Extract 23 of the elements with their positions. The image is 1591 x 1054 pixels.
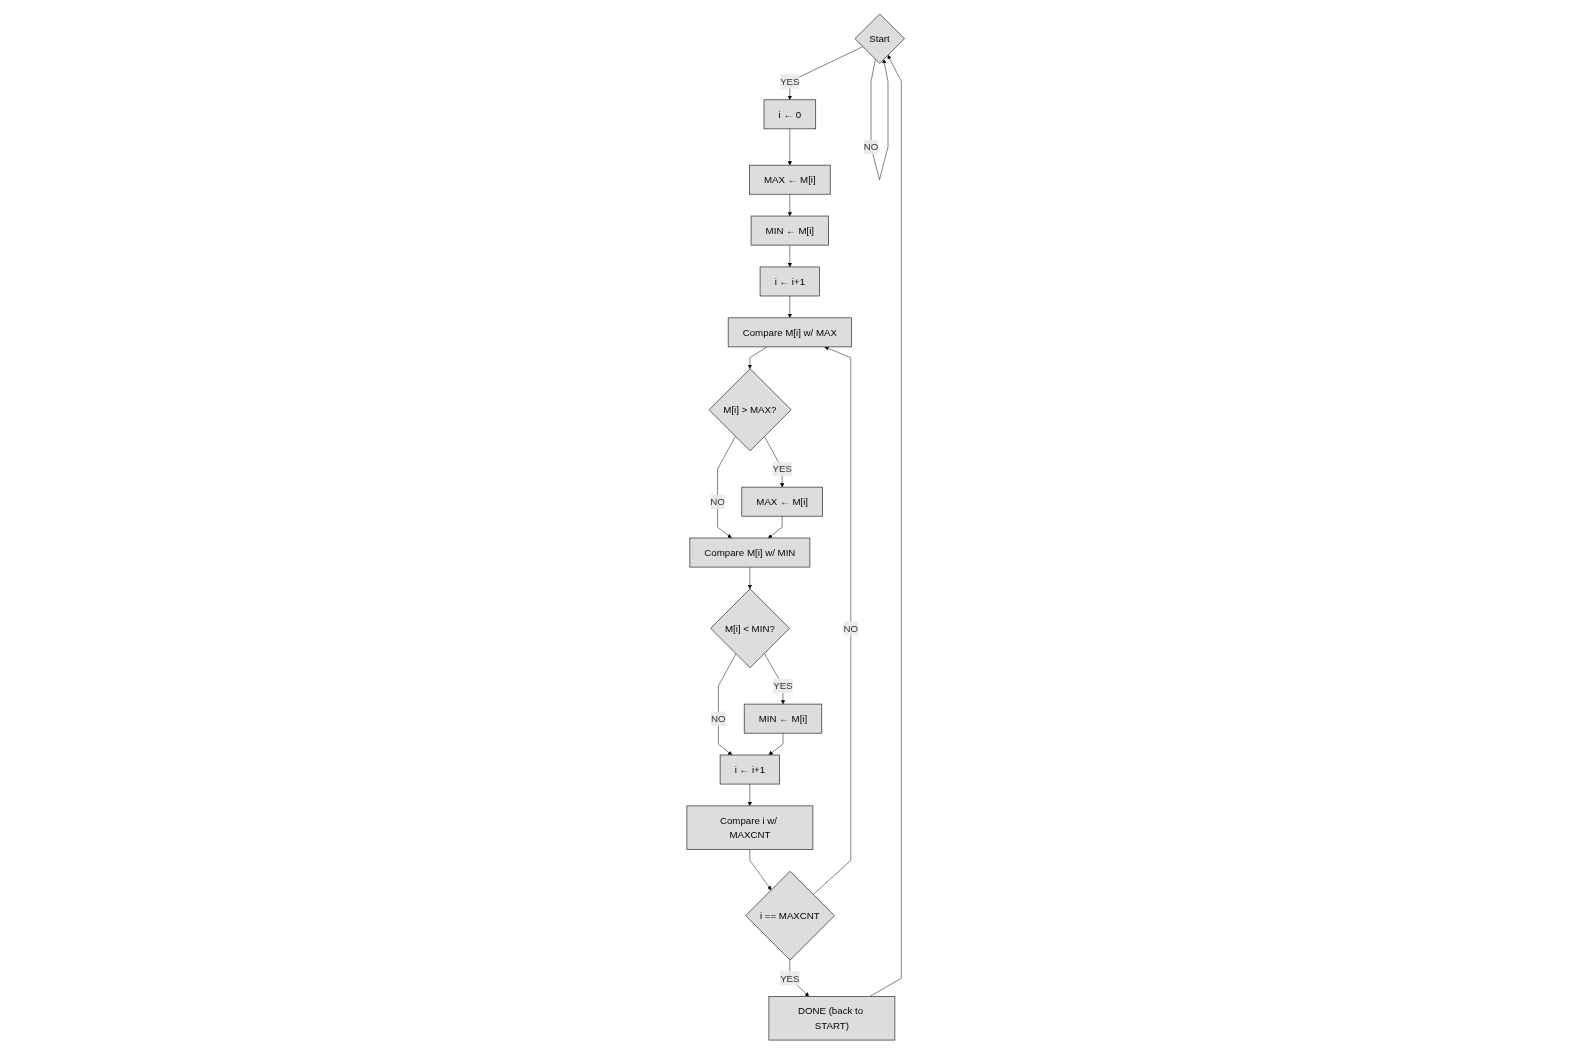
edge-label: YES xyxy=(772,463,792,475)
node-box: Compare i w/ MAXCNT xyxy=(686,805,814,850)
node-box: Compare M[i] w/ MAX xyxy=(727,317,852,348)
node-diamond: Start xyxy=(854,13,905,64)
node-box: i ← i+1 xyxy=(719,754,780,785)
node-box: i ← 0 xyxy=(763,99,816,130)
edge-label: YES xyxy=(779,972,800,984)
edge-label: YES xyxy=(773,680,793,692)
edge-label: NO xyxy=(710,713,726,724)
node-box: MAX ← M[i] xyxy=(748,164,831,195)
edge-label: NO xyxy=(843,623,858,634)
node-box: MIN ← M[i] xyxy=(743,703,822,734)
edge-label: YES xyxy=(779,76,800,87)
node-box: MAX ← M[i] xyxy=(741,486,823,517)
node-diamond: M[i] < MIN? xyxy=(710,588,790,669)
node-diamond: M[i] > MAX? xyxy=(708,368,792,452)
node-diamond: i == MAXCNT xyxy=(745,870,835,961)
edge-label: NO xyxy=(863,141,879,153)
node-box: DONE (back to START) xyxy=(768,996,896,1041)
node-box: MIN ← M[i] xyxy=(750,215,829,246)
node-box: i ← i+1 xyxy=(759,266,820,297)
node-box: Compare M[i] w/ MIN xyxy=(689,537,811,568)
edge-label: NO xyxy=(710,496,725,508)
